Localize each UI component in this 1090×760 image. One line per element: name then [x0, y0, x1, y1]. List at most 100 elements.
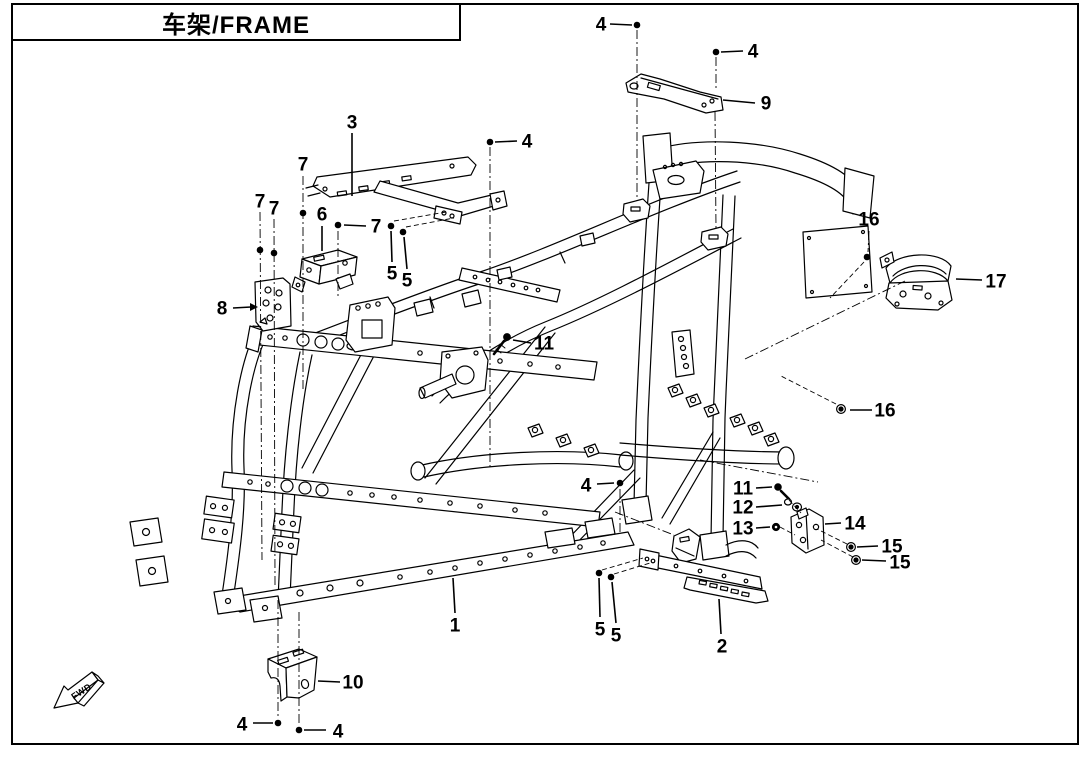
frame-drawing [129, 132, 875, 623]
callout-label-4: 4 [237, 715, 248, 736]
callout-5: 5 [387, 222, 398, 285]
suspension-lugs [527, 383, 780, 458]
callout-label-7: 7 [255, 192, 266, 213]
page-border [11, 3, 1079, 745]
callout-label-15: 15 [881, 537, 903, 558]
leader-arrowhead-icon [250, 303, 258, 311]
callout-leader-line [856, 545, 879, 548]
front-hoop-legs [621, 182, 759, 561]
callout-label-11: 11 [534, 334, 555, 355]
callout-5: 5 [607, 573, 622, 647]
bolt-icon-16-bottom [835, 404, 846, 415]
assembly-axis-line [867, 230, 870, 253]
page-title: 车架/FRAME [162, 11, 310, 39]
callout-11: 11 [512, 334, 555, 355]
callout-6: 6 [317, 205, 327, 251]
callout-label-7: 7 [269, 199, 280, 220]
callout-5: 5 [595, 569, 606, 641]
callout-label-4: 4 [596, 15, 607, 36]
top-gusset [652, 160, 705, 200]
part-9-bracket [625, 73, 724, 114]
callout-15: 15 [861, 553, 911, 574]
callout-label-5: 5 [595, 620, 606, 641]
fastener-dot-icon [486, 138, 494, 146]
callout-5: 5 [399, 228, 413, 292]
callout-7: 7 [255, 192, 266, 254]
callout-7: 7 [334, 217, 381, 238]
screw-icon-11-right [774, 483, 791, 501]
callout-label-5: 5 [611, 626, 622, 647]
fastener-dot-icon [712, 48, 720, 56]
callout-8: 8 [217, 299, 258, 320]
callout-7: 7 [269, 199, 280, 257]
callout-leader-line [596, 482, 615, 485]
callout-leader-line [494, 140, 518, 143]
callout-4: 4 [581, 476, 624, 497]
fastener-dot-icon [387, 222, 395, 230]
fastener-dot-icon [274, 719, 282, 727]
callout-4: 4 [237, 715, 282, 736]
assembly-dashed-line [613, 562, 651, 575]
callout-label-14: 14 [844, 514, 866, 535]
callout-16: 16 [850, 401, 896, 422]
fastener-dot-icon [607, 573, 615, 581]
callout-leader-line [755, 504, 783, 508]
assembly-dashed-line [816, 528, 848, 545]
part-14-bracket [790, 507, 825, 554]
callout-10: 10 [317, 673, 364, 694]
callout-leader-line [512, 339, 532, 344]
callout-leader-line [955, 278, 983, 281]
callout-label-10: 10 [342, 673, 363, 694]
callout-4: 4 [596, 15, 641, 36]
part-6-bracket [291, 249, 358, 293]
part-3-cross-member [305, 156, 508, 225]
screw-icon-11-left [492, 333, 511, 356]
callout-leader-line [755, 526, 771, 529]
callout-15: 15 [856, 537, 903, 558]
callout-label-8: 8 [217, 299, 228, 320]
part-8-plate [254, 277, 292, 332]
tube-clamps [413, 198, 729, 317]
callout-label-3: 3 [347, 113, 358, 134]
callout-label-16: 16 [858, 210, 879, 231]
callout-label-5: 5 [402, 271, 413, 292]
nut-icon-13 [771, 522, 781, 532]
side-square-plate [802, 225, 873, 299]
callout-leader-line [317, 680, 341, 683]
callout-label-4: 4 [522, 132, 533, 153]
assembly-axis-line [699, 459, 819, 483]
fastener-dot-icon [616, 479, 624, 487]
fastener-dot-icon [299, 209, 307, 217]
callout-leader-line [720, 50, 744, 53]
callout-4: 4 [295, 722, 344, 743]
callout-leader-line [824, 522, 842, 525]
fastener-dot-icon [399, 228, 407, 236]
fastener-dot-icon [633, 21, 641, 29]
callout-label-12: 12 [732, 498, 753, 519]
gusset-bracket [345, 296, 396, 353]
assembly-axis-line [714, 111, 717, 230]
callout-label-2: 2 [717, 637, 728, 658]
hardware [492, 333, 861, 565]
assembly-axis-line [273, 218, 276, 586]
callout-12: 12 [732, 498, 783, 519]
callout-label-11: 11 [733, 479, 754, 500]
callout-7: 7 [298, 155, 308, 217]
callout-1: 1 [450, 577, 461, 637]
callout-17: 17 [955, 272, 1007, 293]
callout-3: 3 [347, 113, 358, 196]
part-2-footrest [638, 528, 769, 604]
bolt-icon-15a [845, 541, 856, 552]
lower-cross-tubes [410, 442, 795, 481]
fastener-dot-icon [256, 246, 264, 254]
rear-perforated-plate [671, 329, 695, 378]
callout-leader-line [403, 236, 408, 270]
assembly-dashed-line [405, 217, 455, 228]
fastener-dot-icon [334, 221, 342, 229]
callout-13: 13 [732, 519, 771, 540]
callout-label-4: 4 [333, 722, 344, 743]
rear-bracket-stacks [129, 495, 302, 623]
